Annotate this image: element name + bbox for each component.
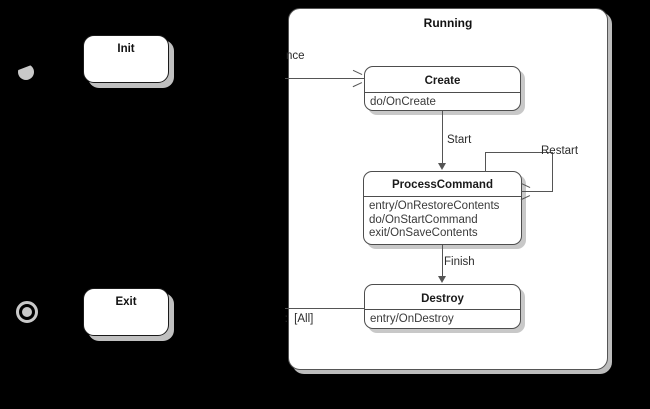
state-process-command-name: ProcessCommand xyxy=(392,179,493,191)
transition-arrowhead-finish xyxy=(438,276,446,283)
transition-line-restart-bottom xyxy=(521,191,553,193)
state-destroy-actions: entry/OnDestroy xyxy=(370,313,454,325)
transition-line-restart-right xyxy=(552,152,554,192)
state-destroy[interactable]: Destroy entry/OnDestroy xyxy=(364,284,521,329)
transition-line-restart-left xyxy=(485,152,487,172)
composite-state-title: Running xyxy=(423,16,473,30)
transition-arrowhead-start xyxy=(438,163,446,170)
state-init-visible[interactable]: Init xyxy=(83,35,169,83)
state-destroy-name: Destroy xyxy=(421,293,464,305)
final-state-node-visible xyxy=(16,301,38,323)
transition-label-entry: nce xyxy=(286,50,305,62)
state-create[interactable]: Create do/OnCreate xyxy=(364,66,521,111)
transition-line-restart-top xyxy=(485,152,553,154)
state-process-command-actions: entry/OnRestoreContents do/OnStartComman… xyxy=(369,200,500,239)
state-init-visible-label: Init xyxy=(117,43,135,55)
state-create-name: Create xyxy=(424,75,461,87)
transition-line-finish xyxy=(442,245,444,277)
transition-label-finish: Finish xyxy=(444,256,475,268)
state-process-command[interactable]: ProcessCommand entry/OnRestoreContents d… xyxy=(363,171,522,245)
transition-line-entry xyxy=(200,78,364,80)
bottom-black-overlay xyxy=(0,376,650,409)
state-destroy-divider xyxy=(365,309,520,310)
transition-line-start xyxy=(442,111,444,164)
state-create-actions: do/OnCreate xyxy=(370,96,436,108)
transition-label-destroy-entry: e : [All] xyxy=(275,313,314,325)
transition-line-destroy-entry xyxy=(180,308,364,310)
transition-label-start: Start xyxy=(447,134,472,146)
state-exit-visible-label: Exit xyxy=(115,296,137,308)
final-state-inner-dot-visible xyxy=(22,307,32,317)
state-exit-visible[interactable]: Exit xyxy=(83,288,169,336)
transition-label-restart: Restart xyxy=(541,145,579,157)
state-process-command-divider xyxy=(364,196,521,197)
state-create-divider xyxy=(365,92,520,93)
